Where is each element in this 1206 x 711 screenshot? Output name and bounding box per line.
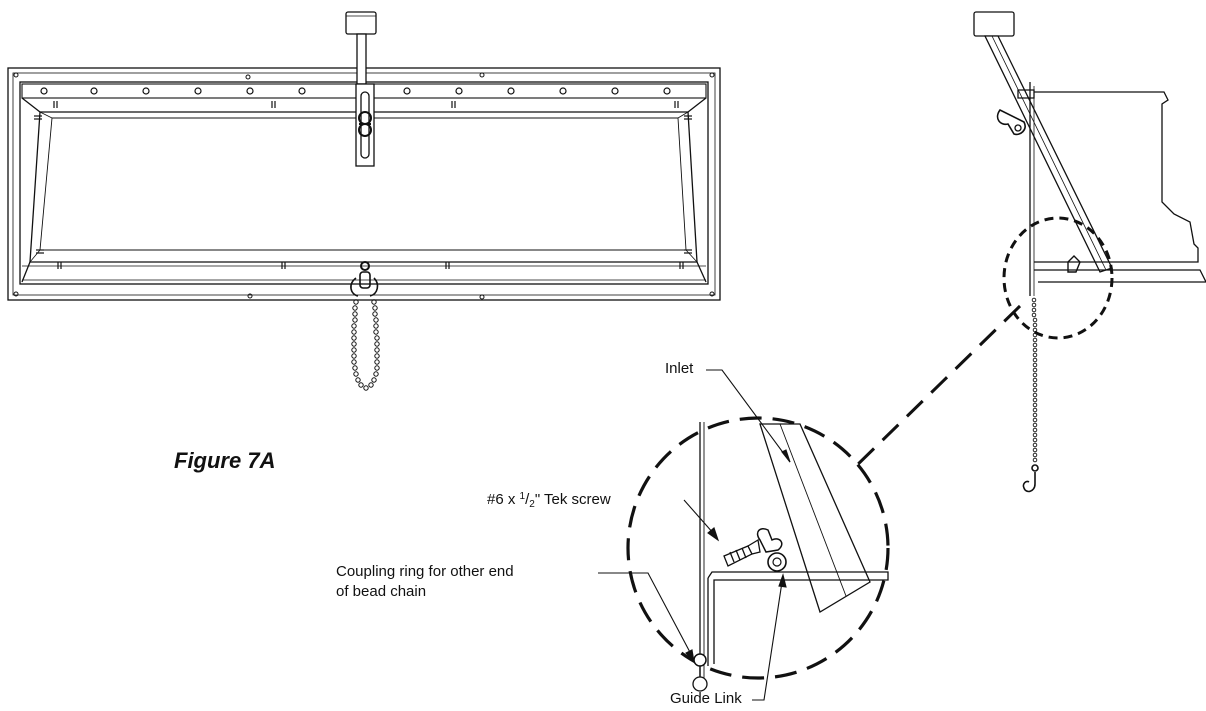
side-hook	[1022, 464, 1039, 493]
inlet-blade	[983, 35, 1113, 273]
guide-link-ring	[767, 552, 787, 572]
flange-holes	[13, 72, 715, 300]
guide-link-label: Guide Link	[670, 690, 742, 707]
tek-screw-label-numerator: 1	[519, 491, 526, 502]
housing-profile	[1034, 91, 1199, 263]
detail-view	[692, 422, 889, 692]
tek-screw-label-suffix: " Tek screw	[534, 491, 611, 508]
detail-connector-line	[850, 304, 1022, 472]
control-handle	[345, 11, 377, 167]
side-bead-chain	[1031, 297, 1038, 463]
coupling-ring-label-line2: of bead chain	[336, 583, 427, 600]
tek-screw-label-prefix: #6 x	[487, 491, 520, 508]
bead-chain	[350, 261, 380, 391]
inlet-label: Inlet	[665, 360, 694, 377]
clip-marks	[34, 101, 692, 269]
front-view	[7, 11, 721, 391]
tek-screw-label-denominator: 2	[529, 499, 535, 510]
side-view	[973, 11, 1206, 493]
coupling-ring-detail	[693, 653, 707, 667]
tek-screw-detail	[723, 538, 761, 567]
coupling-ring-label-line1: Coupling ring for other end	[336, 563, 514, 580]
leader-lines	[598, 369, 791, 701]
side-knob	[973, 11, 1015, 37]
rail-holes	[40, 87, 671, 95]
tek-screw-label: #6 x 1/2" Tek screw	[487, 491, 611, 510]
figure-title: Figure 7A	[174, 448, 276, 473]
side-detail-circle	[1002, 216, 1114, 340]
